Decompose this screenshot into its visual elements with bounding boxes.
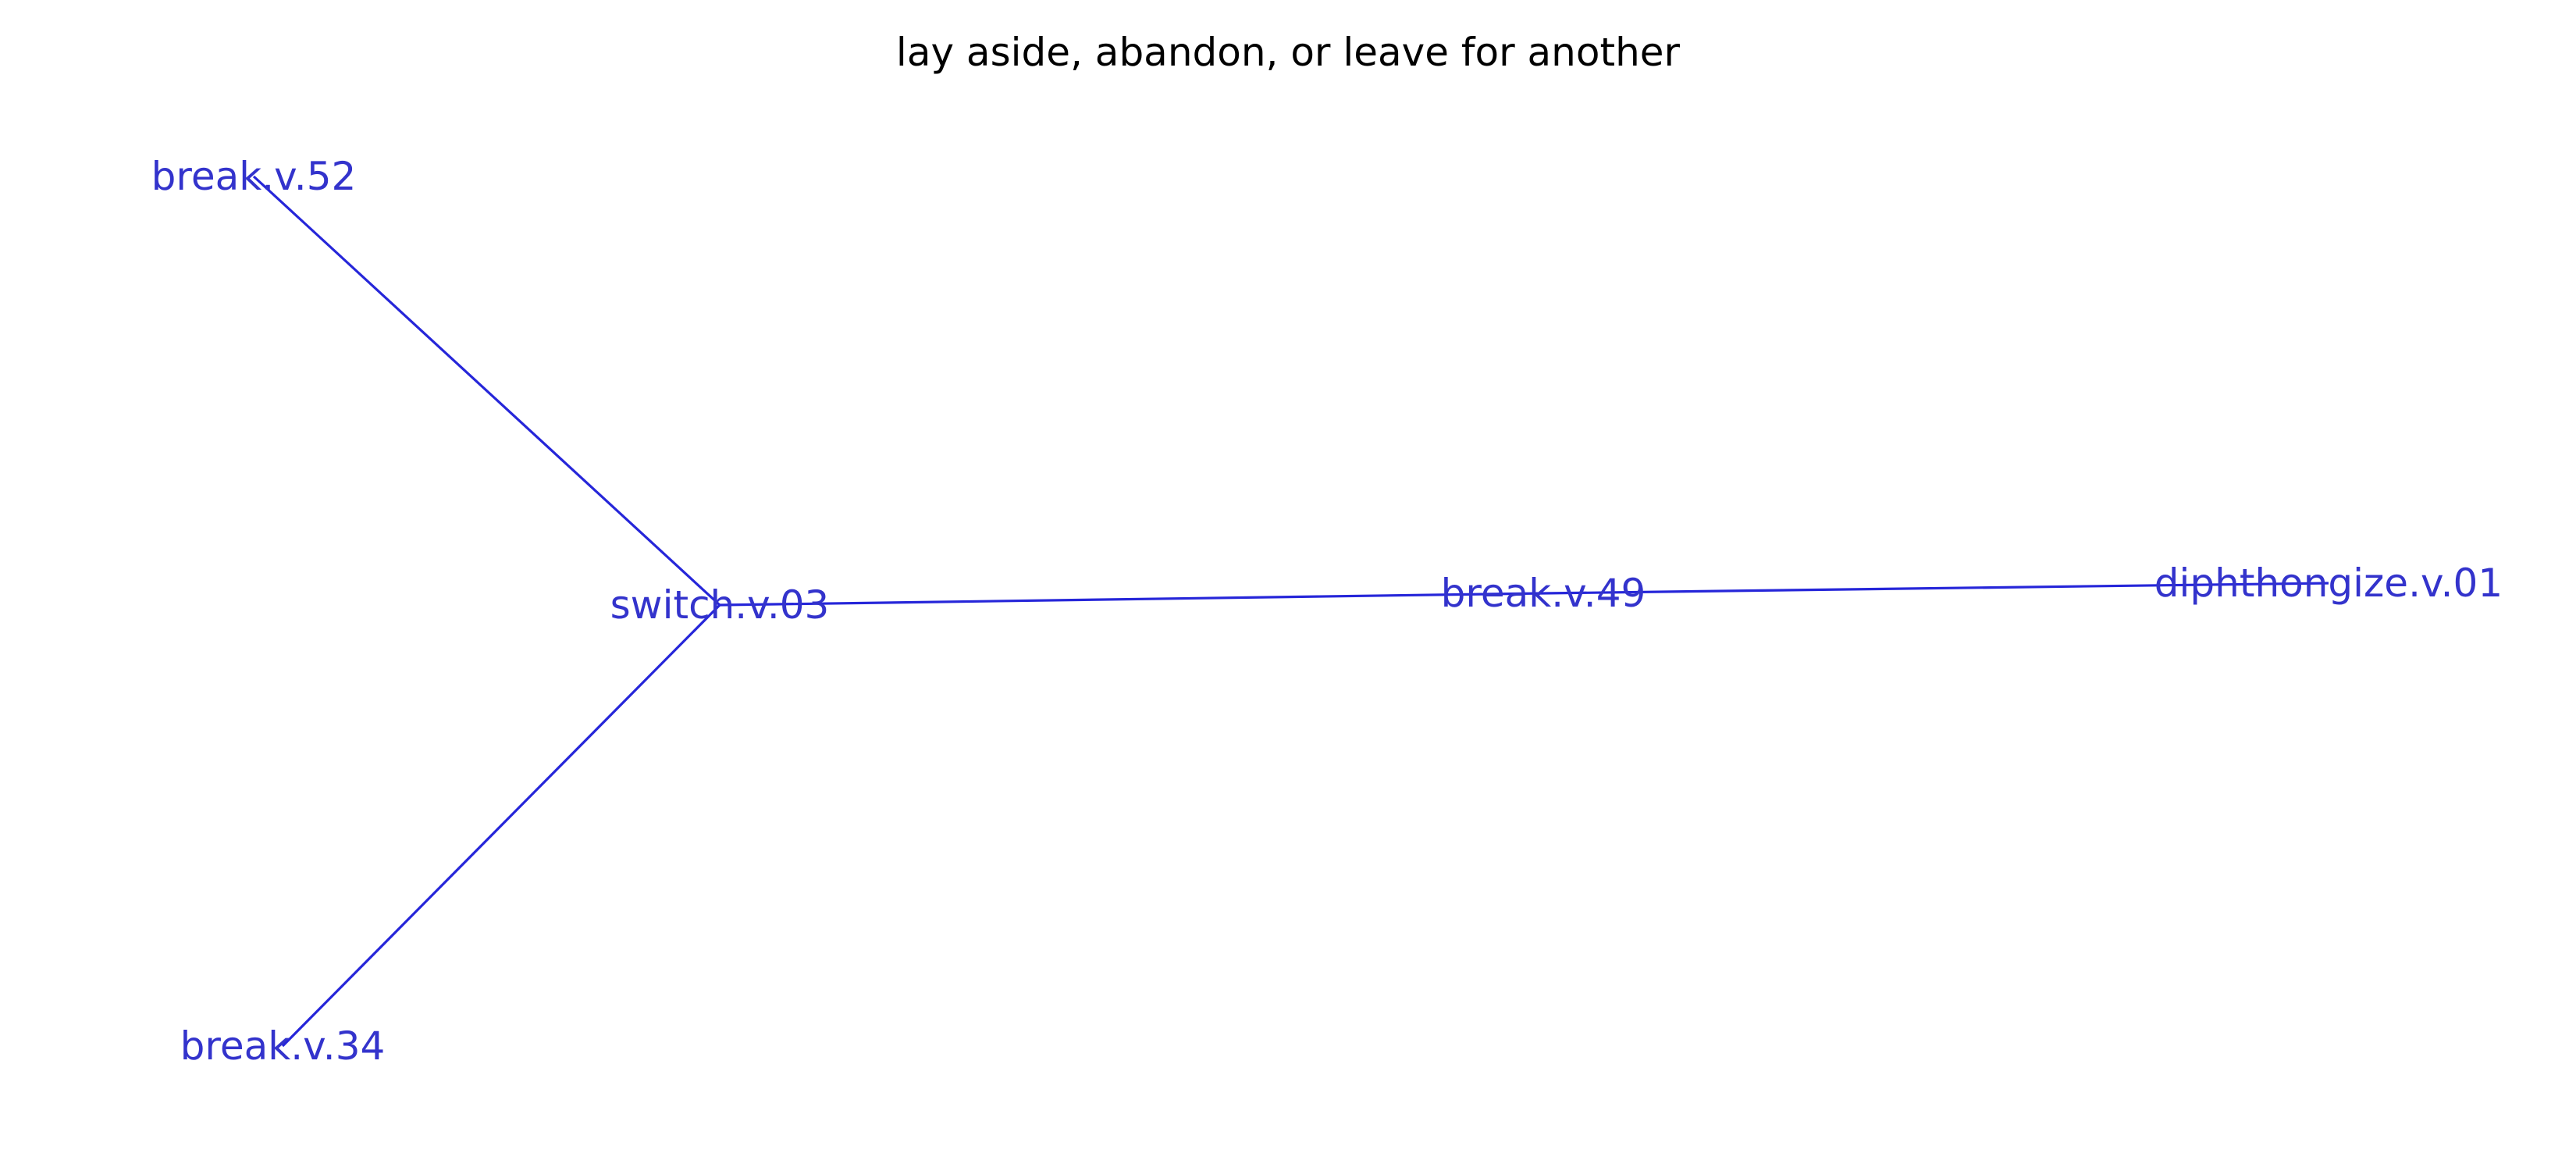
edge-break.v.49-diphthongize.v.01: [1542, 582, 2329, 595]
edge-switch.v.03-break.v.34: [281, 603, 721, 1048]
node-label-break.v.52: break.v.52: [151, 154, 357, 199]
edge-break.v.52-switch.v.03: [252, 175, 721, 607]
edges-layer: [252, 175, 2329, 1048]
node-label-break.v.49: break.v.49: [1441, 571, 1646, 616]
node-label-diphthongize.v.01: diphthongize.v.01: [2154, 561, 2503, 606]
node-label-switch.v.03: switch.v.03: [610, 582, 830, 628]
nodes-layer: break.v.52 switch.v.03 break.v.34 break.v.4…: [151, 154, 2503, 1069]
node-label-break.v.34: break.v.34: [180, 1023, 386, 1069]
graph-title: lay aside, abandon, or leave for another: [896, 30, 1681, 75]
edge-switch.v.03-break.v.49: [719, 592, 1544, 607]
